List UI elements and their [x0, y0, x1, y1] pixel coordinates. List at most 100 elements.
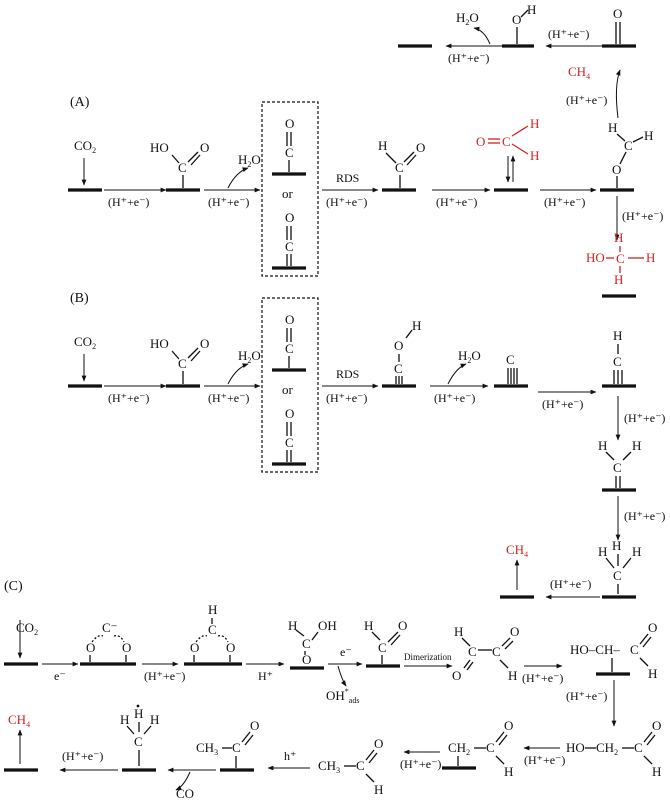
co2-reactant: CO2: [74, 334, 96, 351]
co-intermediate-box: [261, 101, 319, 277]
step-label: (H⁺+e⁻): [62, 749, 103, 763]
leaving-arrow: [447, 363, 467, 385]
atom-o: O: [504, 718, 513, 733]
bond: [619, 151, 627, 165]
atom-c: C: [356, 758, 365, 773]
atom-ho: HO: [566, 740, 585, 755]
h-plus-label: H⁺: [258, 669, 273, 683]
atom-h: H: [632, 438, 641, 453]
bond: [365, 773, 375, 783]
bond: [387, 631, 399, 643]
bond: [632, 136, 644, 143]
atom-c: C: [178, 160, 187, 175]
atom-c-red: C: [502, 134, 511, 149]
atom-o: O: [200, 140, 209, 155]
atom-c: C: [208, 622, 217, 637]
or-label: or: [282, 382, 294, 397]
atom-o: O: [122, 640, 131, 655]
panel-a: (A) CO2 (H⁺+e⁻) HO C O (H⁺+e⁻) H2O O C o…: [68, 95, 663, 298]
leaving-arrow: [227, 167, 249, 189]
step-label: (H⁺+e⁻): [400, 757, 441, 771]
atom-ho: HO: [150, 140, 169, 155]
atom-h-red: H: [614, 230, 623, 245]
bond: [171, 350, 180, 360]
atom-o: O: [285, 116, 294, 131]
atom-c: C: [378, 640, 387, 655]
leaving-arrow: [337, 665, 347, 687]
atom-h: H: [598, 438, 607, 453]
ch2-group: CH2: [596, 740, 618, 757]
atom-h: H: [374, 782, 383, 797]
bond: [187, 347, 199, 359]
dimerization-label: Dimerization: [404, 652, 452, 662]
bond: [171, 154, 180, 164]
atom-h: H: [652, 764, 661, 779]
atom-h: H: [504, 764, 513, 779]
atom-h: H: [364, 618, 373, 633]
bond: [501, 637, 511, 647]
step-label: (H⁺+e⁻): [436, 195, 477, 209]
atom-h: H: [454, 624, 463, 639]
leaving-arrow: [227, 363, 249, 385]
bond: [605, 557, 615, 569]
panel-label-b: (B): [70, 291, 89, 306]
atom-h-red: H: [646, 250, 655, 265]
step-label: (H⁺+e⁻): [448, 51, 489, 65]
bond: [91, 634, 104, 643]
atom-h: H: [632, 544, 641, 559]
bond: [646, 734, 656, 746]
step-label: (H⁺+e⁻): [624, 509, 665, 523]
top-row: (H⁺+e⁻) H2O O H (H⁺+e⁻) O CH4 (H⁺+e⁻): [398, 2, 636, 119]
atom-h: H: [527, 2, 536, 17]
step-label: (H⁺+e⁻): [326, 195, 367, 209]
bond: [495, 755, 505, 765]
radical-dot: [136, 704, 140, 708]
h2o-product: H2O: [456, 10, 479, 27]
release-arrow: [615, 69, 621, 119]
atom-o: O: [398, 618, 407, 633]
or-label: or: [282, 186, 294, 201]
bond: [385, 152, 397, 164]
bond: [405, 329, 413, 339]
atom-c: C: [486, 740, 495, 755]
oh-ads-product: OH*ads: [326, 687, 359, 705]
atom-h: H: [612, 538, 621, 553]
atom-o: O: [510, 624, 519, 639]
bond: [113, 634, 125, 643]
atom-o: O: [190, 640, 199, 655]
atom-o: O: [613, 6, 622, 21]
atom-o: O: [302, 652, 311, 667]
atom-h-red: H: [530, 116, 539, 131]
step-label: (H⁺+e⁻): [550, 577, 591, 591]
bond: [643, 731, 653, 743]
atom-ho: HO: [150, 336, 169, 351]
atom-c: C: [395, 160, 404, 175]
bond: [295, 629, 305, 637]
bond: [643, 755, 653, 765]
bond: [504, 640, 514, 650]
bond: [390, 634, 401, 646]
h2o-product: H2O: [238, 348, 261, 365]
ch2-group: CH2: [448, 740, 470, 757]
atom-c-minus: C⁻: [102, 620, 118, 635]
bond: [622, 557, 632, 569]
bond: [639, 657, 649, 667]
atom-c: C: [178, 356, 187, 371]
step-label: (H⁺+e⁻): [522, 671, 563, 685]
step-label: (H⁺+e⁻): [624, 411, 665, 425]
atom-h: H: [378, 138, 387, 153]
atom-o: O: [652, 718, 661, 733]
atom-h: H: [412, 318, 421, 333]
bond: [466, 661, 474, 671]
bond: [499, 659, 509, 669]
ch3-group: CH3: [318, 758, 340, 775]
bond: [616, 133, 626, 142]
atom-o-red: O: [476, 134, 485, 149]
h2o-product: H2O: [238, 152, 261, 169]
bond: [498, 734, 508, 746]
atom-c: C: [232, 740, 241, 755]
panel-b: (B) CO2 (H⁺+e⁻) HO C O (H⁺+e⁻) H2O O C o…: [68, 291, 665, 600]
atom-o: O: [285, 312, 294, 327]
step-label: (H⁺+e⁻): [622, 209, 663, 223]
leaving-arrow: [473, 26, 491, 45]
